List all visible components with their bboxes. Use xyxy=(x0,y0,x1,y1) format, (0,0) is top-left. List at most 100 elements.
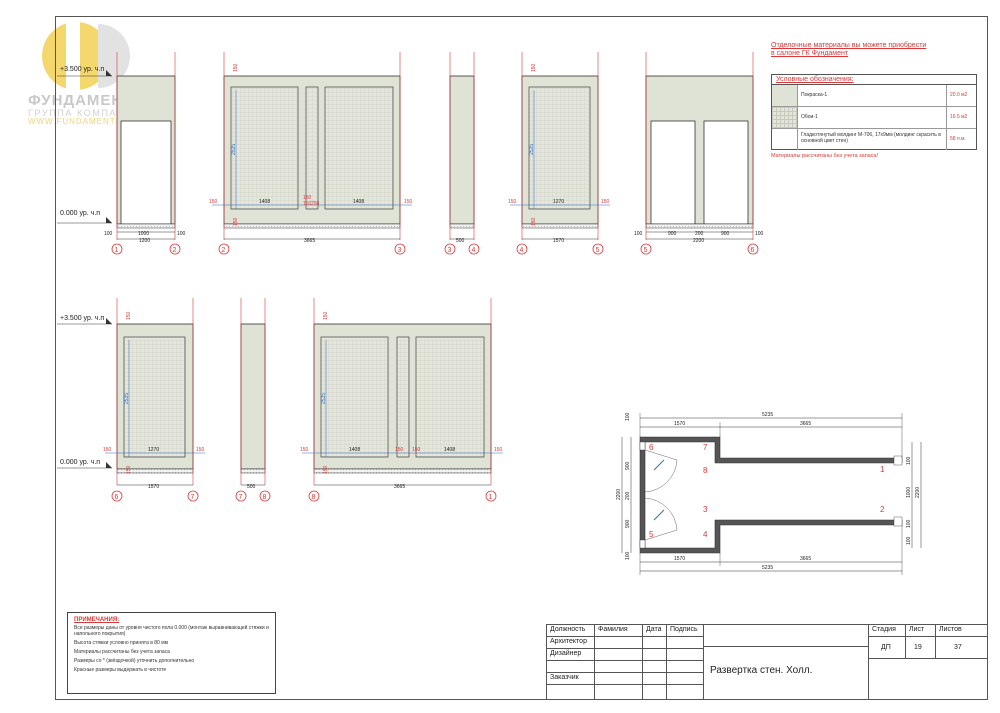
plan-mark: 8 xyxy=(703,466,708,475)
dim-height: 2535 xyxy=(321,393,327,404)
stamp-role: Дизайнер xyxy=(547,649,595,661)
plan-dim-bot-a: 1570 xyxy=(674,556,685,562)
note-line: Все размеры даны от уровня чистого пола … xyxy=(74,625,269,637)
plan-mark: 5 xyxy=(649,530,654,539)
level-bottom-label: 0.000 ур. ч.п xyxy=(60,210,100,217)
dim-overall: 1570 xyxy=(148,484,159,490)
stamp-header: Дата xyxy=(643,625,667,637)
dim-overall: 1200 xyxy=(139,238,150,244)
dim-overall: 500 xyxy=(247,484,256,490)
plan-dim-right-total: 2200 xyxy=(915,487,921,498)
legend-qty: 20.0 м2 xyxy=(946,85,976,106)
legend-label: Покраска-1 xyxy=(801,92,828,98)
axis-label: 3 xyxy=(398,247,402,254)
elevation-5-6: 900 200 900 100 100 2200 5 6 xyxy=(634,52,764,255)
axis-marker xyxy=(259,490,271,502)
axis-marker xyxy=(468,243,480,255)
stamp-empty xyxy=(667,685,704,699)
note-line: Материалы рассчитаны без учета запаса xyxy=(74,649,170,655)
dim-panel: 1270 xyxy=(553,199,564,205)
plan-dim-top-b: 3665 xyxy=(800,421,811,427)
dim-edge-left: 150 xyxy=(103,447,112,453)
axis-label: 5 xyxy=(596,247,600,254)
axis-label: 1 xyxy=(489,494,493,501)
stamp-sheet-label: Лист xyxy=(906,625,936,637)
dim-panel-left: 1408 xyxy=(259,199,270,205)
stamp-empty xyxy=(643,685,667,699)
stamp-header: Фамилия xyxy=(595,625,643,637)
plan-dim-left-bot: 100 xyxy=(625,551,631,560)
stamp-empty xyxy=(547,661,595,673)
plan-mark: 4 xyxy=(703,530,708,539)
dim-overall: 2200 xyxy=(693,238,704,244)
elevation-7-8: 500 7 8 xyxy=(235,298,271,502)
dim-overall: 3665 xyxy=(394,484,405,490)
axis-marker xyxy=(747,243,759,255)
dim-overall: 500 xyxy=(456,238,465,244)
logo-www: WWW.FUNDAMENT xyxy=(28,117,116,126)
stamp-empty xyxy=(595,661,643,673)
stamp-empty xyxy=(595,673,643,685)
stamp-header: Должность xyxy=(547,625,595,637)
axis-marker xyxy=(640,243,652,255)
drawing-title: Развертка стен. Холл. xyxy=(704,647,869,699)
dim-top: 150 xyxy=(531,63,537,72)
dim-height: 2535 xyxy=(231,144,237,155)
dim-side-left: 100 xyxy=(104,231,113,237)
dim-edge-right: 150 xyxy=(196,447,205,453)
axis-label: 8 xyxy=(312,494,316,501)
axis-label: 1 xyxy=(115,247,119,254)
plan-dim-bot-b: 3665 xyxy=(800,556,811,562)
level-marks-row2: +3.500 ур. ч.п 0.000 ур. ч.п xyxy=(57,315,112,469)
notes-title: ПРИМЕЧАНИЯ: xyxy=(74,617,120,623)
logo-brand: ФУНДАМЕНТ xyxy=(28,92,134,109)
level-top-label: +3.500 ур. ч.п xyxy=(60,66,104,73)
dim-panel: 1270 xyxy=(148,447,159,453)
wallpaper-swatch xyxy=(772,107,798,128)
legend-title: Условные обозначения: xyxy=(772,75,976,85)
dim-panel-right: 1408 xyxy=(444,447,455,453)
dim-door-right: 900 xyxy=(721,231,730,237)
dim-mid-b: 150 xyxy=(412,447,421,453)
note-line: Высота стяжки условно принята в 80 мм xyxy=(74,640,169,646)
stamp-sheets-label: Листов xyxy=(936,625,987,637)
dim-height: 2535 xyxy=(529,144,535,155)
dim-top: 150 xyxy=(126,311,132,320)
legend-table: Условные обозначения: Покраска-1 20.0 м2… xyxy=(771,74,977,150)
elevation-4-5: 1270 150 150 2535 150 150 1570 4 5 xyxy=(508,52,610,255)
stamp-empty xyxy=(643,673,667,685)
elevation-2-3: 1408 1408 150 150 250 150 150 2535 150 1… xyxy=(209,52,413,255)
axis-marker xyxy=(111,490,123,502)
dim-top: 150 xyxy=(323,311,329,320)
plan-dim-bot-total: 5235 xyxy=(762,565,773,571)
stamp-empty xyxy=(704,625,869,647)
logo-subtitle: ГРУППА КОМПАНИЙ xyxy=(28,108,142,118)
axis-marker xyxy=(169,243,181,255)
title-block: Должность Фамилия Дата Подпись Архитекто… xyxy=(546,624,988,700)
note-line: Размеры со * (звёздочкой) уточнить допол… xyxy=(74,658,195,664)
plan-mark: 1 xyxy=(880,465,885,474)
plan-dim-left-total: 2200 xyxy=(616,489,622,500)
plan-dim-top-a: 1570 xyxy=(674,421,685,427)
note-line: Красные размеры выдержать в чистоте xyxy=(74,667,167,673)
level-marks-row1: +3.500 ур. ч.п 0.000 ур. ч.п xyxy=(57,66,112,224)
dim-side-right: 100 xyxy=(755,231,764,237)
dim-side-left: 100 xyxy=(634,231,643,237)
stamp-empty xyxy=(667,637,704,649)
stamp-empty xyxy=(595,637,643,649)
plan-dim-right-d: 100 xyxy=(906,536,912,545)
plan-mark: 6 xyxy=(649,443,654,452)
dim-mid-a: 150 xyxy=(303,195,312,201)
axis-marker xyxy=(516,243,528,255)
stamp-sheets: 37 xyxy=(936,637,987,659)
axis-marker xyxy=(485,490,497,502)
stamp-empty xyxy=(643,661,667,673)
stamp-empty xyxy=(667,649,704,661)
legend-row: Гладкотянутый молдинг М-706, 17х9мм (мол… xyxy=(772,129,976,150)
shop-note: Отделочные материалы вы можете приобрест… xyxy=(771,42,926,58)
stamp-role: Заказчик xyxy=(547,673,595,685)
dim-top: 150 xyxy=(233,63,239,72)
axis-label: 7 xyxy=(239,494,243,501)
elevation-1-2: 1000 100 100 1200 1 2 xyxy=(104,52,186,255)
